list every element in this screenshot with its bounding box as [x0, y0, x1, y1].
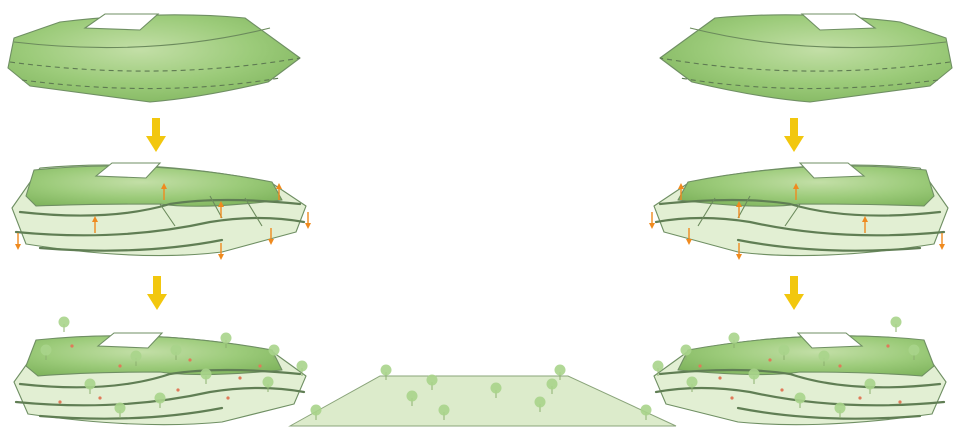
left-column [7, 13, 312, 426]
right-pins [698, 344, 902, 404]
right-planted-terraces [652, 316, 947, 426]
right-lift-arrow-down-4 [648, 211, 656, 230]
left-lift-arrow-down-4 [304, 211, 312, 230]
tree-icon [890, 316, 902, 333]
right-flow-arrow-2 [784, 276, 804, 310]
tree-icon [58, 316, 70, 333]
left-flat-plate [7, 13, 301, 103]
left-pins [58, 344, 262, 404]
left-lift-arrow-down-1 [14, 232, 22, 251]
left-planted-terraces [13, 316, 308, 426]
right-flow-arrow-1 [784, 118, 804, 152]
right-column [648, 13, 953, 426]
right-lifted-terraces [648, 162, 949, 261]
left-flow-arrow-1 [146, 118, 166, 152]
right-flat-plate [659, 13, 953, 103]
right-lift-arrow-down-1 [938, 232, 946, 251]
left-flow-arrow-2 [147, 276, 167, 310]
left-lifted-terraces [11, 162, 312, 261]
center-planted-mound [288, 364, 677, 427]
